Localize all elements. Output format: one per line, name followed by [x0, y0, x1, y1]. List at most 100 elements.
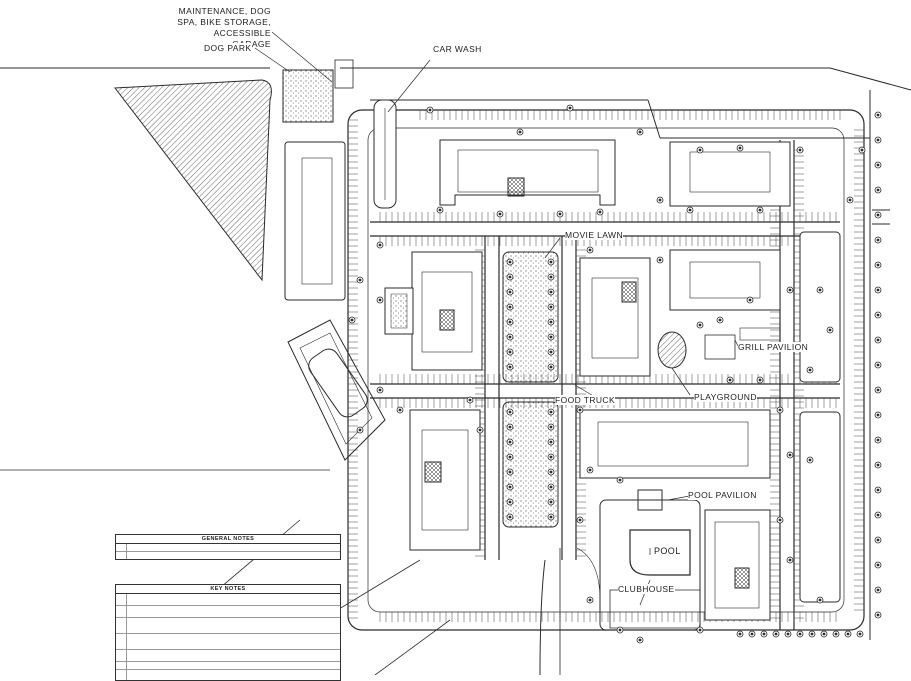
tree-center [738, 632, 742, 636]
tree-center [549, 305, 553, 309]
key-note-row [116, 594, 340, 606]
key-notes-title: KEY NOTES [116, 585, 340, 594]
tree-center [508, 515, 512, 519]
tree-center [438, 208, 442, 212]
tree-center [750, 632, 754, 636]
tree-center [738, 146, 742, 150]
pool-pavilion-label: POOL PAVILION [688, 490, 757, 500]
tree-center [478, 428, 482, 432]
tree-center [876, 588, 880, 592]
tree-center [549, 350, 553, 354]
tree-center [798, 148, 802, 152]
buildings [384, 139, 841, 621]
tree-center [822, 632, 826, 636]
tree-center [762, 632, 766, 636]
tree-center [828, 328, 832, 332]
tree-center [568, 106, 572, 110]
tree-center [618, 628, 622, 632]
tree-center [549, 260, 553, 264]
tree-center [876, 138, 880, 142]
general-note-row [116, 552, 340, 559]
playground-label: PLAYGROUND [694, 392, 757, 402]
tree-center [578, 518, 582, 522]
key-note-row [116, 670, 340, 680]
tree-center [508, 470, 512, 474]
general-notes-title: GENERAL NOTES [116, 535, 340, 544]
tree-center [598, 210, 602, 214]
general-notes-box: GENERAL NOTES [115, 534, 341, 560]
tree-center [508, 425, 512, 429]
tree-center [358, 428, 362, 432]
tree-center [808, 368, 812, 372]
tree-center [378, 243, 382, 247]
tree-center [508, 275, 512, 279]
key-note-row [116, 618, 340, 634]
tree-center [834, 632, 838, 636]
key-note-row [116, 662, 340, 670]
tree-center [508, 500, 512, 504]
tree-center [350, 318, 354, 322]
clubhouse-label: CLUBHOUSE [618, 584, 675, 594]
tree-center [728, 378, 732, 382]
tree-center [876, 413, 880, 417]
dog-park-area [282, 69, 334, 123]
pool-complex [539, 489, 701, 675]
tree-center [549, 365, 553, 369]
tree-center [876, 188, 880, 192]
tree-center [860, 148, 864, 152]
tree-center [778, 518, 782, 522]
pool-shape [629, 529, 691, 576]
tree-center [508, 320, 512, 324]
tree-center [758, 378, 762, 382]
tree-center [698, 628, 702, 632]
tree-center [638, 638, 642, 642]
key-note-row [116, 606, 340, 618]
tree-center [788, 558, 792, 562]
tree-center [798, 632, 802, 636]
tree-center [549, 290, 553, 294]
hatched-triangle [114, 79, 272, 282]
key-note-row [116, 634, 340, 650]
tree-center [498, 212, 502, 216]
tree-center [698, 148, 702, 152]
tree-center [774, 632, 778, 636]
tree-center [818, 288, 822, 292]
tree-center [718, 318, 722, 322]
tree-center [876, 338, 880, 342]
maintenance-line-2: SPA, BIKE STORAGE, [177, 17, 271, 27]
tree-center [549, 410, 553, 414]
tree-center [588, 598, 592, 602]
tree-center [876, 238, 880, 242]
tree-center [638, 130, 642, 134]
tree-center [876, 488, 880, 492]
tree-center [549, 500, 553, 504]
car-wash-label: CAR WASH [433, 44, 482, 54]
tree-center [876, 388, 880, 392]
tree-center [428, 108, 432, 112]
tree-center [549, 455, 553, 459]
tree-center [688, 208, 692, 212]
site-symbols [348, 104, 882, 644]
tree-center [698, 323, 702, 327]
tree-center [558, 212, 562, 216]
movie-lawn-label: MOVIE LAWN [565, 230, 623, 240]
property-boundary [0, 67, 911, 640]
food-truck-median [502, 401, 559, 528]
tree-center [549, 320, 553, 324]
tree-center [358, 278, 362, 282]
tree-center [788, 288, 792, 292]
tree-center [876, 463, 880, 467]
tree-center [508, 305, 512, 309]
tree-center [508, 350, 512, 354]
building-west [284, 141, 346, 301]
tree-center [549, 275, 553, 279]
tree-center [549, 335, 553, 339]
tree-center [508, 410, 512, 414]
tree-center [846, 632, 850, 636]
tree-center [876, 363, 880, 367]
tree-center [508, 440, 512, 444]
playground-area [657, 331, 687, 369]
food-truck-label: FOOD TRUCK [555, 395, 616, 405]
key-notes-box: KEY NOTES [115, 584, 341, 681]
tree-center [808, 458, 812, 462]
